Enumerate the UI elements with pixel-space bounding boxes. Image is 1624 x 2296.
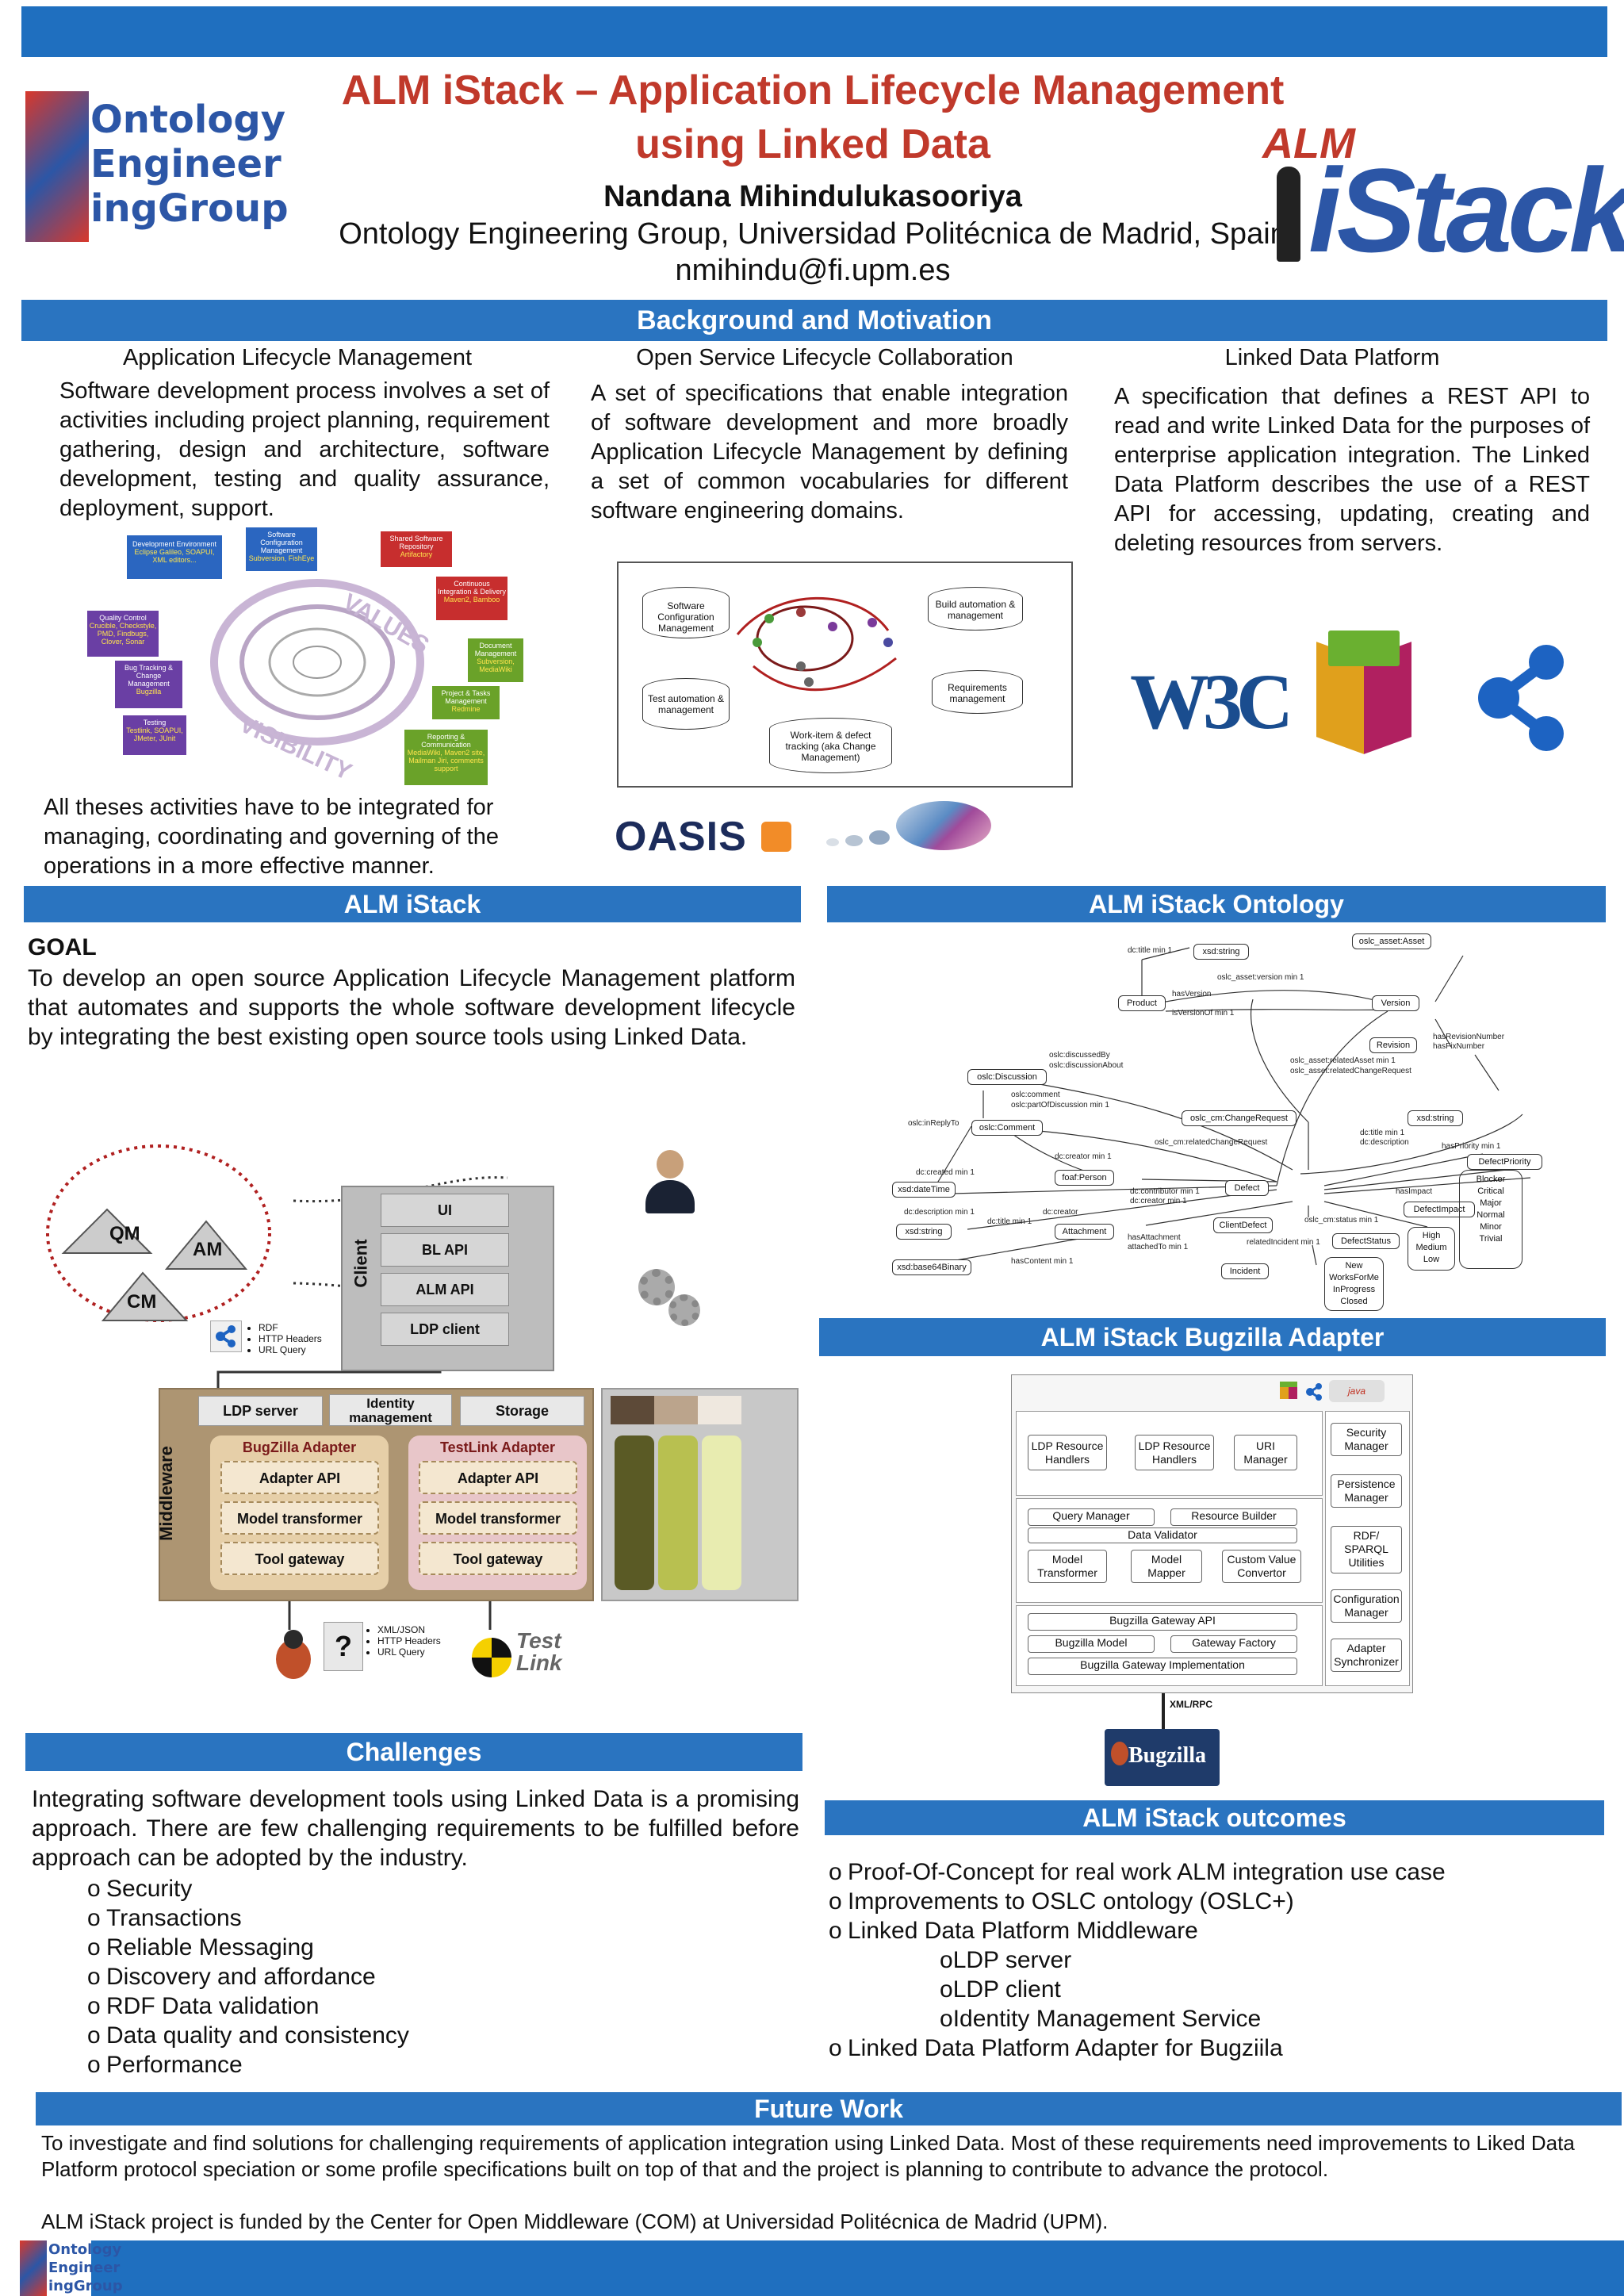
future-work-text: To investigate and find solutions for ch… (41, 2131, 1575, 2181)
affiliation: Ontology Engineering Group, Universidad … (339, 217, 1287, 251)
alm-istack-heading: ALM iStack (24, 886, 801, 922)
ldp-col-title: Linked Data Platform (1224, 345, 1440, 370)
funding-text: ALM iStack project is funded by the Cent… (41, 2210, 1109, 2233)
list-item: oLDP server (940, 1947, 1072, 1973)
xml-notes: XML/JSON HTTP Headers URL Query (365, 1624, 441, 1658)
challenges-intro: Integrating software development tools u… (32, 1786, 799, 1871)
alm-diagram: VALUES VISIBILITY Development Environmen… (79, 527, 523, 789)
background-heading: Background and Motivation (21, 300, 1607, 341)
bugzilla-logo: Bugzilla (1105, 1729, 1220, 1786)
oslc-diagram: Software Configuration Management Test a… (617, 562, 1073, 788)
oslc-col-title: Open Service Lifecycle Collaboration (636, 345, 1013, 370)
future-work-heading: Future Work (36, 2092, 1622, 2125)
bug-icon (270, 1630, 317, 1681)
rdf-notes: RDF HTTP Headers URL Query (246, 1322, 322, 1355)
email: nmihindu@fi.upm.es (675, 254, 951, 287)
challenges-heading: Challenges (25, 1733, 802, 1771)
person-silhouette-icon (1277, 167, 1300, 262)
alm-istack-logo: ALM iStack (1262, 120, 1624, 277)
goal-label: GOAL (28, 934, 97, 960)
poster-title-line2: using Linked Data (635, 121, 990, 167)
oslc-logo (825, 797, 1063, 857)
outcomes-heading: ALM iStack outcomes (825, 1800, 1604, 1835)
visibility-label: VISIBILITY (236, 711, 355, 785)
cube-icon (1280, 1382, 1297, 1399)
ldp-server-box: LDP server (198, 1396, 323, 1426)
ontology-heading: ALM iStack Ontology (827, 886, 1606, 922)
architecture-diagram: QM AM CM Client UI BL API ALM API LDP cl… (32, 1134, 801, 1713)
xmlrpc-arrow (1162, 1693, 1165, 1731)
w3c-logo: W3C (1130, 657, 1293, 746)
bugzilla-adapter-diagram: java LDP Resource Handlers LDP Resource … (1011, 1374, 1413, 1693)
goal-text: To develop an open source Application Li… (28, 965, 795, 1050)
bugzilla-adapter-heading: ALM iStack Bugzilla Adapter (819, 1318, 1606, 1356)
poster-title-line1: ALM iStack – Application Lifecycle Manag… (341, 67, 1285, 113)
list-item: oIdentity Management Service (940, 2006, 1262, 2032)
oeg-logo-small: Ontology Engineer ingGroup (20, 2240, 123, 2296)
question-doc-icon: ? (324, 1622, 363, 1671)
alm-col-title: Application Lifecycle Management (122, 345, 473, 370)
top-banner (21, 6, 1607, 57)
ldp-cube-icon (1308, 631, 1419, 757)
author: Nandana Mihindulukasooriya (603, 180, 1022, 213)
oslc-col-text: A set of specifications that enable inte… (591, 381, 1068, 523)
ldp-col-text: A specification that defines a REST API … (1114, 384, 1590, 556)
share-icon-small (1304, 1382, 1324, 1402)
xmlrpc-label: XML/RPC (1170, 1699, 1212, 1710)
list-item: oLDP client (940, 1976, 1061, 2003)
ontology-diagram: oslc_asset:Asset xsd:string Product Vers… (880, 932, 1570, 1317)
java-logo: java (1329, 1380, 1385, 1402)
oeg-logo: Ontology Engineer ingGroup (25, 91, 289, 242)
oasis-logo: OASIS (615, 815, 813, 859)
user-icon (642, 1150, 698, 1213)
alm-col-footer: All theses activities have to be integra… (44, 795, 499, 879)
alm-col-text: Software development process involves a … (59, 378, 550, 521)
share-icon (1471, 642, 1574, 753)
testlink-logo: Test Link (472, 1630, 583, 1685)
bottom-banner (91, 2240, 1624, 2296)
gears-icon (638, 1269, 710, 1332)
rdf-share-icon (210, 1320, 242, 1352)
